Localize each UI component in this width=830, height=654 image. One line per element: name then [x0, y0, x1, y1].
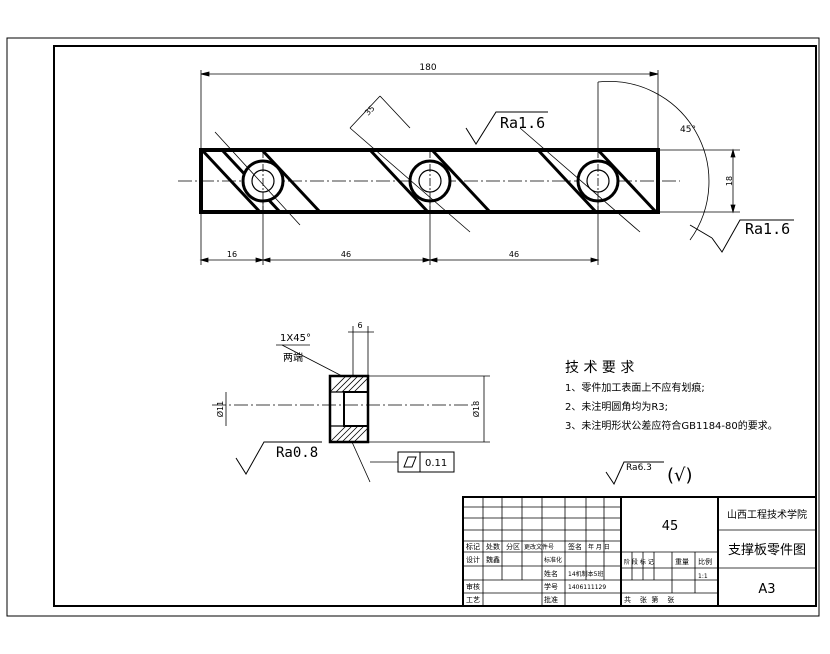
tech-req-item-1: 1、零件加工表面上不应有划痕; [565, 381, 705, 394]
outer-frame [6, 37, 820, 617]
label-standard: 标准化 [544, 556, 562, 564]
dim-chamfer-note: 两端 [283, 351, 303, 364]
title-sheet-size: A3 [758, 582, 775, 597]
tech-req-item-3: 3、未注明形状公差应符合GB1184-80的要求。 [565, 419, 778, 432]
tolerance-frame [397, 451, 455, 473]
label-approve: 批准 [544, 595, 558, 604]
title-block: 45 山西工程技术学院 支撑板零件图 A3 标记 处数 分区 更改文件号 签名 … [462, 496, 817, 607]
flatness-icon [403, 456, 417, 468]
label-sheets: 共 张 第 张 [624, 595, 674, 604]
hole-1 [241, 150, 285, 212]
inner-frame [53, 45, 817, 607]
front-view: 180 16 46 46 18 [178, 63, 794, 265]
side-view: 6 1X45° 两端 Ø11 Ø18 Ra0.8 0.11 [212, 321, 490, 483]
title-school: 山西工程技术学院 [727, 508, 807, 521]
dim-overall [200, 70, 659, 150]
dim-first-offset: 16 [227, 250, 237, 259]
roughness-bore-label: Ra0.8 [276, 445, 318, 461]
roughness-top-symbol [465, 111, 548, 145]
label-design-name: 魏鑫 [486, 555, 500, 564]
label-name: 姓名 [544, 569, 558, 578]
label-process: 工艺 [466, 596, 480, 604]
label-stage: 阶 段 标 记 [624, 558, 654, 566]
roughness-top-label: Ra1.6 [500, 114, 545, 132]
hole-2 [408, 150, 452, 212]
general-roughness: Ra6.3 (√) [605, 461, 693, 486]
dim-chamfer: 1X45° [280, 333, 311, 344]
label-change-doc: 更改文件号 [524, 543, 554, 551]
label-review: 审核 [466, 582, 480, 591]
general-roughness-suffix: (√) [667, 465, 693, 486]
dim-thickness: 6 [357, 321, 362, 330]
tech-req-item-2: 2、未注明圆角均为R3; [565, 400, 668, 413]
label-count: 处数 [486, 542, 500, 551]
label-zone: 分区 [506, 542, 520, 551]
label-design: 设计 [466, 555, 480, 564]
dim-hole-small: Ø11 [215, 401, 225, 417]
dim-angle: 45° [680, 125, 696, 135]
label-mark: 标记 [466, 542, 480, 551]
dim-overall-label: 180 [419, 63, 436, 73]
plate-body [199, 148, 660, 214]
dim-bottom [199, 200, 600, 265]
dim-height-label: 18 [725, 176, 734, 186]
value-id: 1406111129 [568, 584, 606, 591]
title-part-name: 支撑板零件图 [728, 543, 806, 558]
tech-req-title: 技 术 要 求 [565, 360, 634, 376]
label-signature: 签名 [568, 542, 582, 551]
dim-hole-large: Ø18 [471, 401, 481, 417]
dim-pitch-1: 46 [341, 250, 351, 259]
dim-height [658, 148, 740, 214]
label-weight: 重量 [675, 558, 689, 566]
general-roughness-label: Ra6.3 [626, 463, 652, 473]
hole-3 [576, 150, 620, 212]
roughness-right-symbol [689, 219, 794, 253]
label-scale: 比例 [698, 557, 712, 566]
dim-slant-spacing: 35 [363, 104, 377, 118]
roughness-right-label: Ra1.6 [745, 220, 790, 238]
title-material: 45 [662, 519, 679, 534]
value-scale: 1:1 [698, 573, 708, 580]
tolerance-value: 0.11 [425, 458, 447, 469]
technical-requirements: 技 术 要 求 1、零件加工表面上不应有划痕; 2、未注明圆角均为R3; 3、未… [565, 360, 778, 432]
label-id: 学号 [544, 582, 558, 591]
dim-pitch-2: 46 [509, 250, 519, 259]
value-name: 14机制本5班 [568, 570, 603, 578]
label-date: 年 月 日 [588, 543, 610, 551]
